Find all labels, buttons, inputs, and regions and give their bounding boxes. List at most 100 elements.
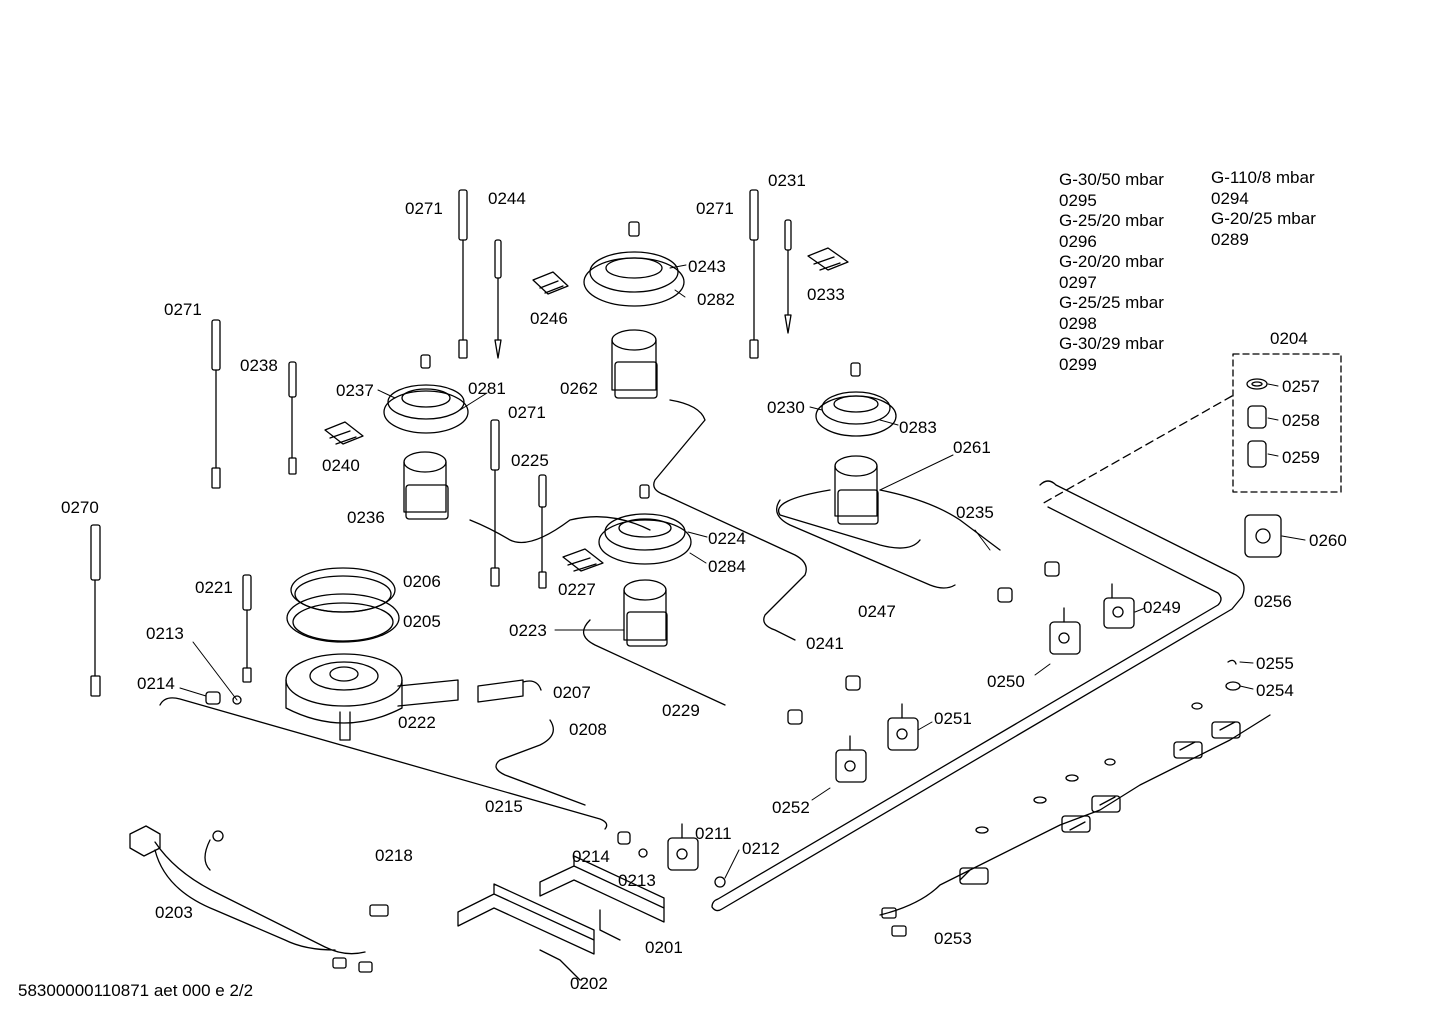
gas-line: G-25/20 mbar [1059,211,1164,230]
gas-line: 0299 [1059,354,1097,374]
burner-0223 [623,579,668,647]
part-label: 0260 [1309,531,1347,550]
probe-0238 [288,361,297,475]
part-label: 0215 [485,797,523,816]
gas-line: 0294 [1211,188,1249,208]
part-label: 0252 [772,798,810,817]
burner-ring-0205 [286,593,400,643]
pipe-0235 [879,489,1001,551]
part-label: 0213 [146,624,184,643]
kit-leader [1039,395,1233,506]
part-label: 0255 [1256,654,1294,673]
connector-0260 [1244,514,1282,558]
valve-0211 [667,823,699,871]
fittings [205,561,1060,888]
part-label: 0214 [137,674,175,693]
part-label: 0225 [511,451,549,470]
valve-0249 [1103,583,1135,629]
valve-0251 [887,703,919,751]
probe-0271-d [490,419,500,587]
part-label: 0224 [708,529,746,548]
part-label: 0243 [688,257,726,276]
part-label: 0250 [987,672,1025,691]
part-label: 0218 [375,846,413,865]
part-label: 0213 [618,871,656,890]
part-label: 0271 [405,199,443,218]
part-label: 0238 [240,356,278,375]
clip-0227 [562,548,604,572]
part-label: 0283 [899,418,937,437]
bracket-0202 [457,883,595,981]
part-label: 0221 [195,578,233,597]
part-label: 0246 [530,309,568,328]
part-label: 0214 [572,847,610,866]
burner-0222 [285,653,459,741]
part-label: 0205 [403,612,441,631]
pipe-0229 [583,619,726,706]
clip-0233 [807,247,849,271]
part-label: 0203 [155,903,193,922]
valve-0250 [1049,607,1081,655]
part-label: 0236 [347,508,385,527]
part-label: 0211 [695,824,732,843]
burner-ring-0206 [290,567,396,613]
valve-0252 [835,735,867,783]
part-label: 0244 [488,189,526,208]
gas-line: 0289 [1211,229,1249,249]
probe-0244 [494,239,502,359]
part-label: 0231 [768,171,806,190]
kit-parts [1246,378,1268,468]
part-label: 0241 [806,634,844,653]
part-label: 0253 [934,929,972,948]
kit-box-0204 [1232,353,1342,493]
gas-line: 0298 [1059,313,1097,333]
probe-0221 [242,574,252,683]
part-label: 0270 [61,498,99,517]
pipe-0241 [653,399,807,641]
part-label: 0251 [934,709,972,728]
harness-0203 [154,839,366,955]
part-label: 0229 [662,701,700,720]
manifold-0256 [711,480,1245,912]
pipe-0225-line [469,516,651,544]
part-label: 0261 [953,438,991,457]
part-label: 0256 [1254,592,1292,611]
part-label: 0212 [742,839,780,858]
burner-cap-0230 [815,362,897,437]
part-label: 0284 [708,557,746,576]
part-label: 0271 [696,199,734,218]
document-id: 58300000110871 aet 000 e 2/2 [18,981,254,1000]
part-label: 0247 [858,602,896,621]
clip-0246 [532,271,569,295]
part-label: 0258 [1282,411,1320,430]
gas-line: G-110/8 mbar [1211,168,1315,187]
gas-line: 0295 [1059,190,1097,210]
gas-line: G-20/25 mbar [1211,209,1316,228]
part-label: 0208 [569,720,607,739]
part-label: 0230 [767,398,805,417]
probe-0225 [538,474,547,589]
pipe-0215 [159,697,608,830]
part-label: 0222 [398,713,436,732]
probe-0271-c [211,319,221,489]
connectors-0203 [129,825,389,973]
part-label: 0227 [558,580,596,599]
part-label: 0202 [570,974,608,993]
gas-line: G-30/50 mbar [1059,170,1164,189]
probe-0271-b [749,189,759,359]
part-label: 0201 [645,938,683,957]
probe-0270 [90,524,101,697]
burner-0261 [834,455,879,525]
gas-line: 0297 [1059,272,1097,292]
burner-cap-0243 [583,221,685,307]
gas-line: G-25/25 mbar [1059,293,1164,312]
part-label: 0204 [1270,329,1308,348]
part-label: 0262 [560,379,598,398]
part-label: 0235 [956,503,994,522]
bracket-0201 [539,855,665,941]
pipe-0208 [495,719,586,806]
spark-modules [881,721,1241,937]
leader-lines [179,264,1306,879]
